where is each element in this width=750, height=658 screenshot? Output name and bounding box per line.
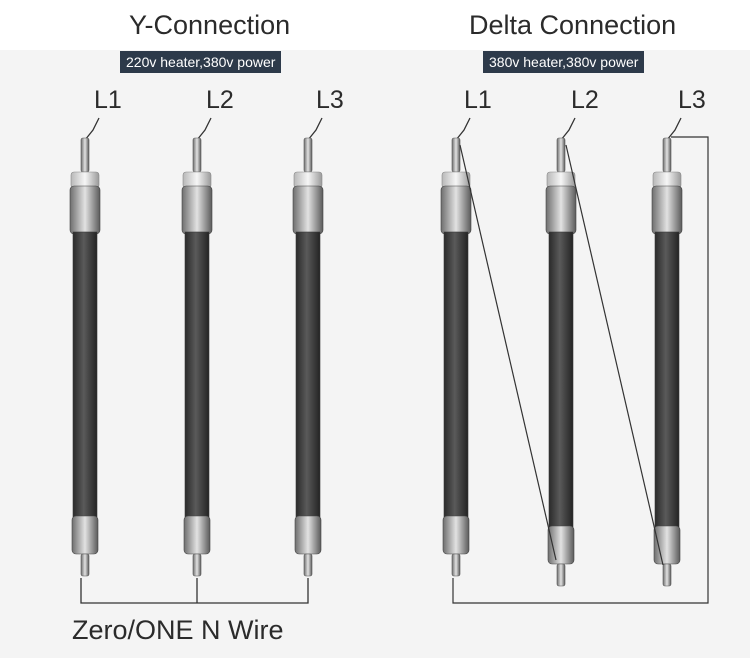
- y-label-l2: L2: [206, 86, 234, 114]
- delta-rod-body-2: [548, 231, 574, 529]
- y-lead-wire-3: [307, 117, 323, 141]
- y-top-ring-3: [293, 171, 323, 189]
- delta-rod-body-3: [654, 231, 680, 529]
- y-top-terminal-1: [80, 137, 90, 173]
- y-label-l3: L3: [316, 86, 344, 114]
- delta-top-ring-1: [441, 171, 471, 189]
- delta-wire-l3-return: [452, 136, 709, 604]
- delta-lead-wire-2: [560, 117, 576, 141]
- neutral-wire-caption: Zero/ONE N Wire: [72, 615, 284, 645]
- delta-bottom-terminal-2: [556, 563, 566, 587]
- y-bottom-cap-3: [294, 515, 322, 555]
- y-top-ring-2: [182, 171, 212, 189]
- y-connection-badge: 220v heater,380v power: [120, 51, 282, 73]
- delta-top-terminal-3: [662, 137, 672, 173]
- delta-top-cap-3: [651, 185, 683, 235]
- y-bottom-terminal-2: [192, 553, 202, 577]
- y-neutral-bus-wire: [80, 578, 309, 604]
- y-top-cap-3: [292, 185, 324, 235]
- y-rod-body-1: [72, 231, 98, 519]
- y-bottom-cap-1: [71, 515, 99, 555]
- y-bottom-terminal-3: [303, 553, 313, 577]
- delta-lead-wire-1: [455, 117, 471, 141]
- delta-top-ring-3: [652, 171, 682, 189]
- background-panel: [0, 50, 750, 658]
- y-lead-wire-1: [84, 117, 100, 141]
- delta-wire-l1-to-rod2: [459, 144, 557, 561]
- delta-heater-1: [440, 117, 472, 577]
- delta-top-ring-2: [546, 171, 576, 189]
- y-connection-title: Y-Connection: [129, 10, 291, 40]
- delta-heater-2: [545, 117, 577, 587]
- y-lead-wire-2: [196, 117, 212, 141]
- delta-label-l3: L3: [678, 86, 706, 114]
- delta-connection-title: Delta Connection: [469, 10, 677, 40]
- y-rod-body-3: [295, 231, 321, 519]
- y-top-ring-1: [70, 171, 100, 189]
- delta-top-cap-1: [440, 185, 472, 235]
- delta-bottom-cap-1: [442, 515, 470, 555]
- y-top-terminal-2: [192, 137, 202, 173]
- y-bottom-terminal-1: [80, 553, 90, 577]
- delta-top-cap-2: [545, 185, 577, 235]
- delta-top-terminal-2: [556, 137, 566, 173]
- y-top-cap-1: [69, 185, 101, 235]
- delta-rod-body-1: [443, 231, 469, 519]
- y-top-terminal-3: [303, 137, 313, 173]
- delta-heater-3: [651, 117, 683, 587]
- delta-bottom-terminal-1: [451, 553, 461, 577]
- y-heater-2: [181, 117, 213, 577]
- y-label-l1: L1: [94, 86, 122, 114]
- delta-label-l1: L1: [464, 86, 492, 114]
- delta-label-l2: L2: [571, 86, 599, 114]
- y-rod-body-2: [184, 231, 210, 519]
- delta-bottom-cap-2: [547, 525, 575, 565]
- delta-lead-wire-3: [666, 117, 682, 141]
- y-bottom-cap-2: [183, 515, 211, 555]
- delta-top-terminal-1: [451, 137, 461, 173]
- y-top-cap-2: [181, 185, 213, 235]
- y-heater-1: [69, 117, 101, 577]
- delta-bottom-terminal-3: [662, 563, 672, 587]
- delta-connection-badge: 380v heater,380v power: [483, 51, 645, 73]
- delta-wire-l2-to-rod3: [565, 144, 664, 566]
- y-heater-3: [292, 117, 324, 577]
